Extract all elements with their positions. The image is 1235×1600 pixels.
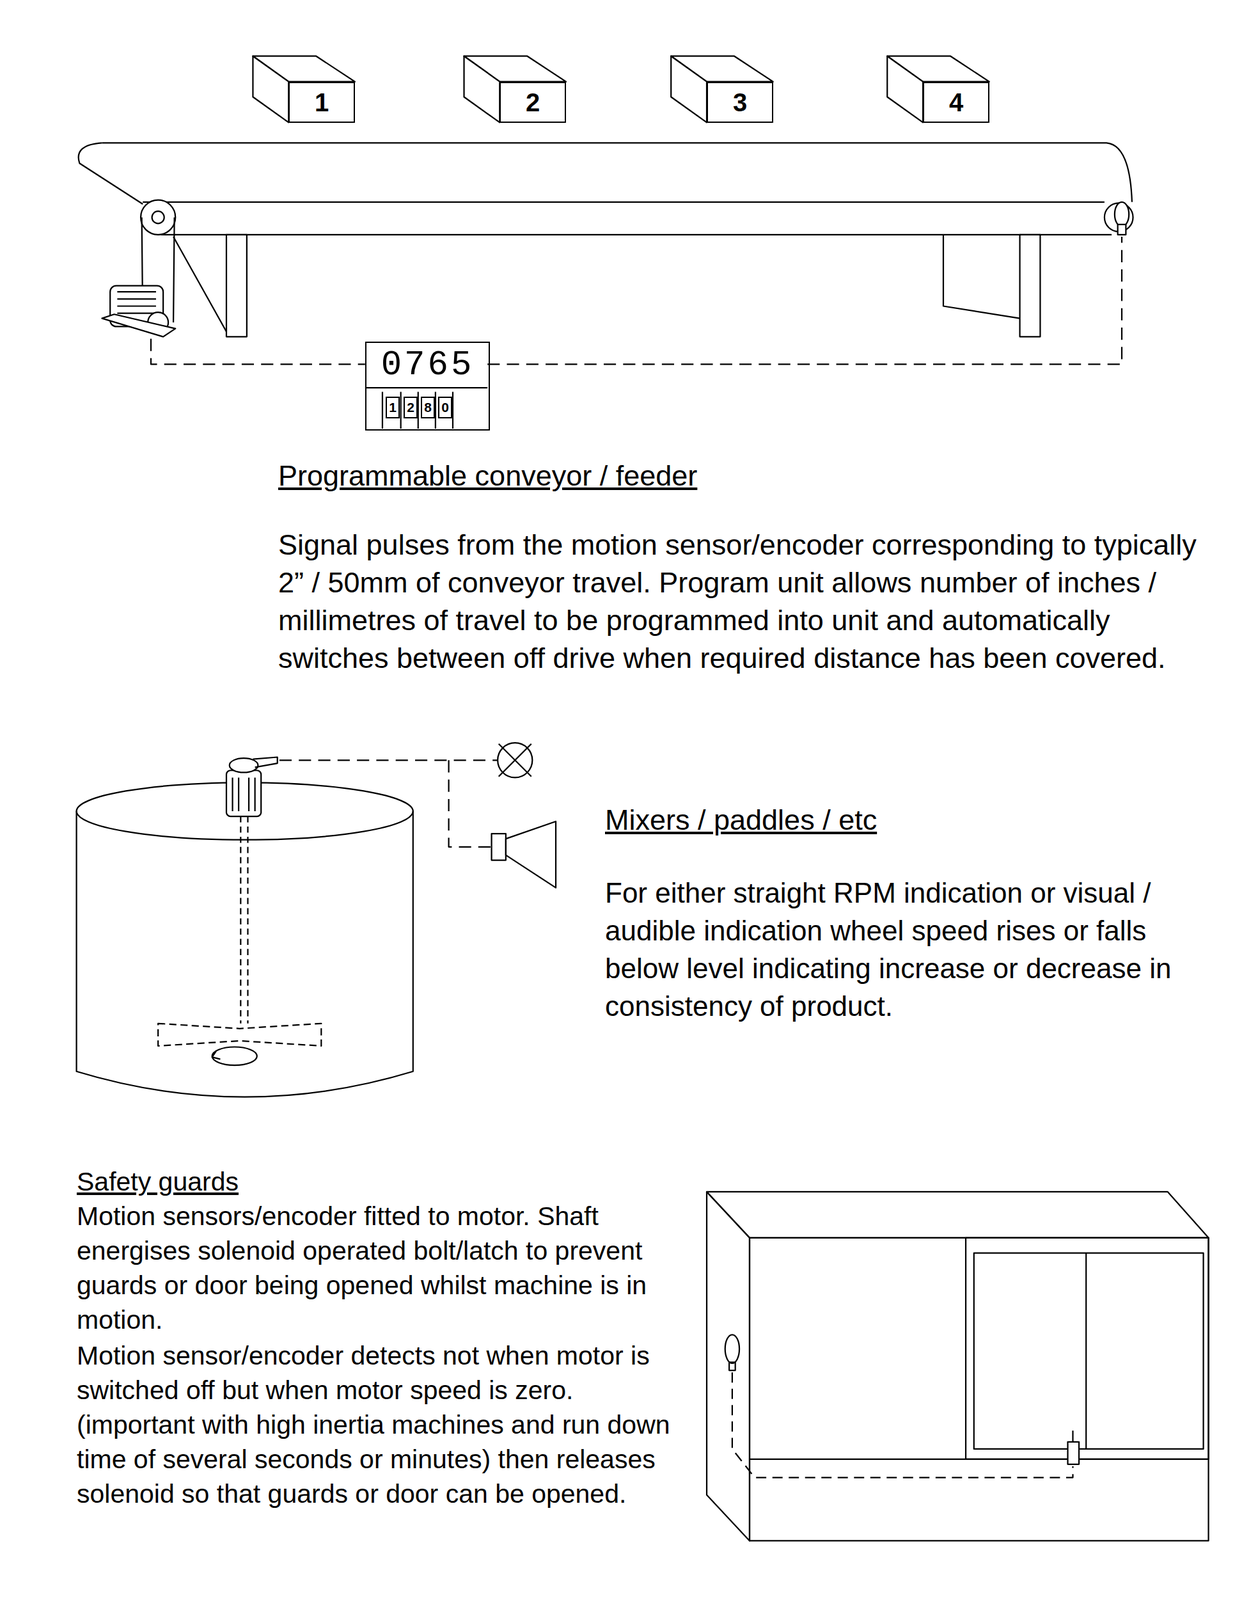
- description: Motion sensor/encoder detects not when m…: [76, 1337, 685, 1511]
- thumbwheel-digit: 0: [438, 396, 453, 419]
- solenoid-pin: [1071, 1430, 1074, 1442]
- section-heading: Programmable conveyor / feeder: [278, 457, 698, 494]
- motor-cap: [229, 757, 259, 772]
- motor-fins: [232, 777, 256, 811]
- thumbwheel-digit: 1: [385, 396, 400, 419]
- guard-window: [974, 1252, 1204, 1449]
- box-number: 1: [388, 399, 397, 415]
- box-number: 0: [441, 399, 449, 415]
- section-heading: Safety guards: [76, 1165, 239, 1198]
- belt-front: [142, 201, 1105, 203]
- conveyor: [78, 56, 1134, 429]
- signal-wire: [150, 338, 366, 365]
- motor-base: [101, 314, 176, 337]
- thumbwheel-digit: 8: [420, 396, 435, 419]
- drive-pulley-hub: [152, 211, 165, 224]
- encoder-stem: [729, 1361, 736, 1370]
- encoder-stem: [1117, 224, 1127, 235]
- box-number: 2: [406, 399, 415, 415]
- belt-top: [101, 142, 1132, 203]
- parcel-box: 2: [499, 81, 567, 123]
- description: Signal pulses from the motion sensor/enc…: [278, 525, 1206, 677]
- box-number: 2: [525, 88, 540, 117]
- parcel-box: 4: [922, 81, 990, 123]
- counter-value: 0765: [366, 346, 489, 384]
- horn-body: [491, 833, 506, 860]
- description: For either straight RPM indication or vi…: [605, 873, 1220, 1025]
- encoder-arm: [252, 757, 277, 768]
- box-side: [464, 56, 501, 123]
- lamp-rays: [498, 743, 532, 777]
- motor-fins: [117, 291, 157, 313]
- encoder: [725, 1334, 740, 1363]
- lamp: [497, 742, 533, 778]
- leg: [226, 234, 247, 338]
- shaft: [240, 816, 248, 1024]
- parcel-box: 3: [706, 81, 774, 123]
- box-number: 1: [314, 88, 329, 117]
- tank-wall: [76, 810, 414, 1097]
- counter-display: 0765 1280: [365, 341, 490, 431]
- leg-plate: [943, 234, 1021, 319]
- box-number: 4: [949, 88, 964, 117]
- description: Motion sensors/encoder fitted to motor. …: [76, 1198, 685, 1337]
- parcel-box: 1: [288, 81, 355, 123]
- thumbwheel-ridges: [382, 391, 453, 428]
- horn-bell: [505, 821, 556, 888]
- guard-door: [965, 1237, 1209, 1459]
- door-divider: [1085, 1252, 1087, 1449]
- box-side: [887, 56, 923, 123]
- leg-plate: [173, 236, 227, 332]
- signal-wire: [732, 1371, 1074, 1477]
- cabinet-top: [706, 1191, 1209, 1238]
- box-number: 8: [424, 399, 432, 415]
- belt-left-end: [78, 142, 144, 205]
- box-side: [670, 56, 707, 123]
- signal-wire: [448, 759, 492, 847]
- box-number: 3: [732, 88, 748, 117]
- cabinet-side: [706, 1191, 750, 1541]
- solenoid: [1067, 1441, 1079, 1464]
- leg: [1020, 234, 1041, 338]
- thumbwheel-digit: 2: [403, 396, 418, 419]
- mixer: [76, 742, 556, 1097]
- cabinet-band: [749, 1458, 1209, 1460]
- rotation: [212, 1046, 258, 1065]
- box-side: [252, 56, 289, 123]
- machine: [706, 1191, 1209, 1541]
- encoder: [1114, 202, 1129, 227]
- signal-wire: [487, 236, 1122, 364]
- signal-wire: [279, 759, 498, 761]
- rotation-arrow: [212, 1050, 221, 1060]
- cabinet-front: [749, 1237, 1209, 1541]
- mixer-motor: [226, 770, 261, 817]
- section-heading: Mixers / paddles / etc: [605, 802, 877, 838]
- belt-lower: [161, 234, 1112, 236]
- drive-pulley: [140, 200, 176, 235]
- thumbwheel-frame: [365, 386, 488, 389]
- paddle: [157, 1023, 322, 1046]
